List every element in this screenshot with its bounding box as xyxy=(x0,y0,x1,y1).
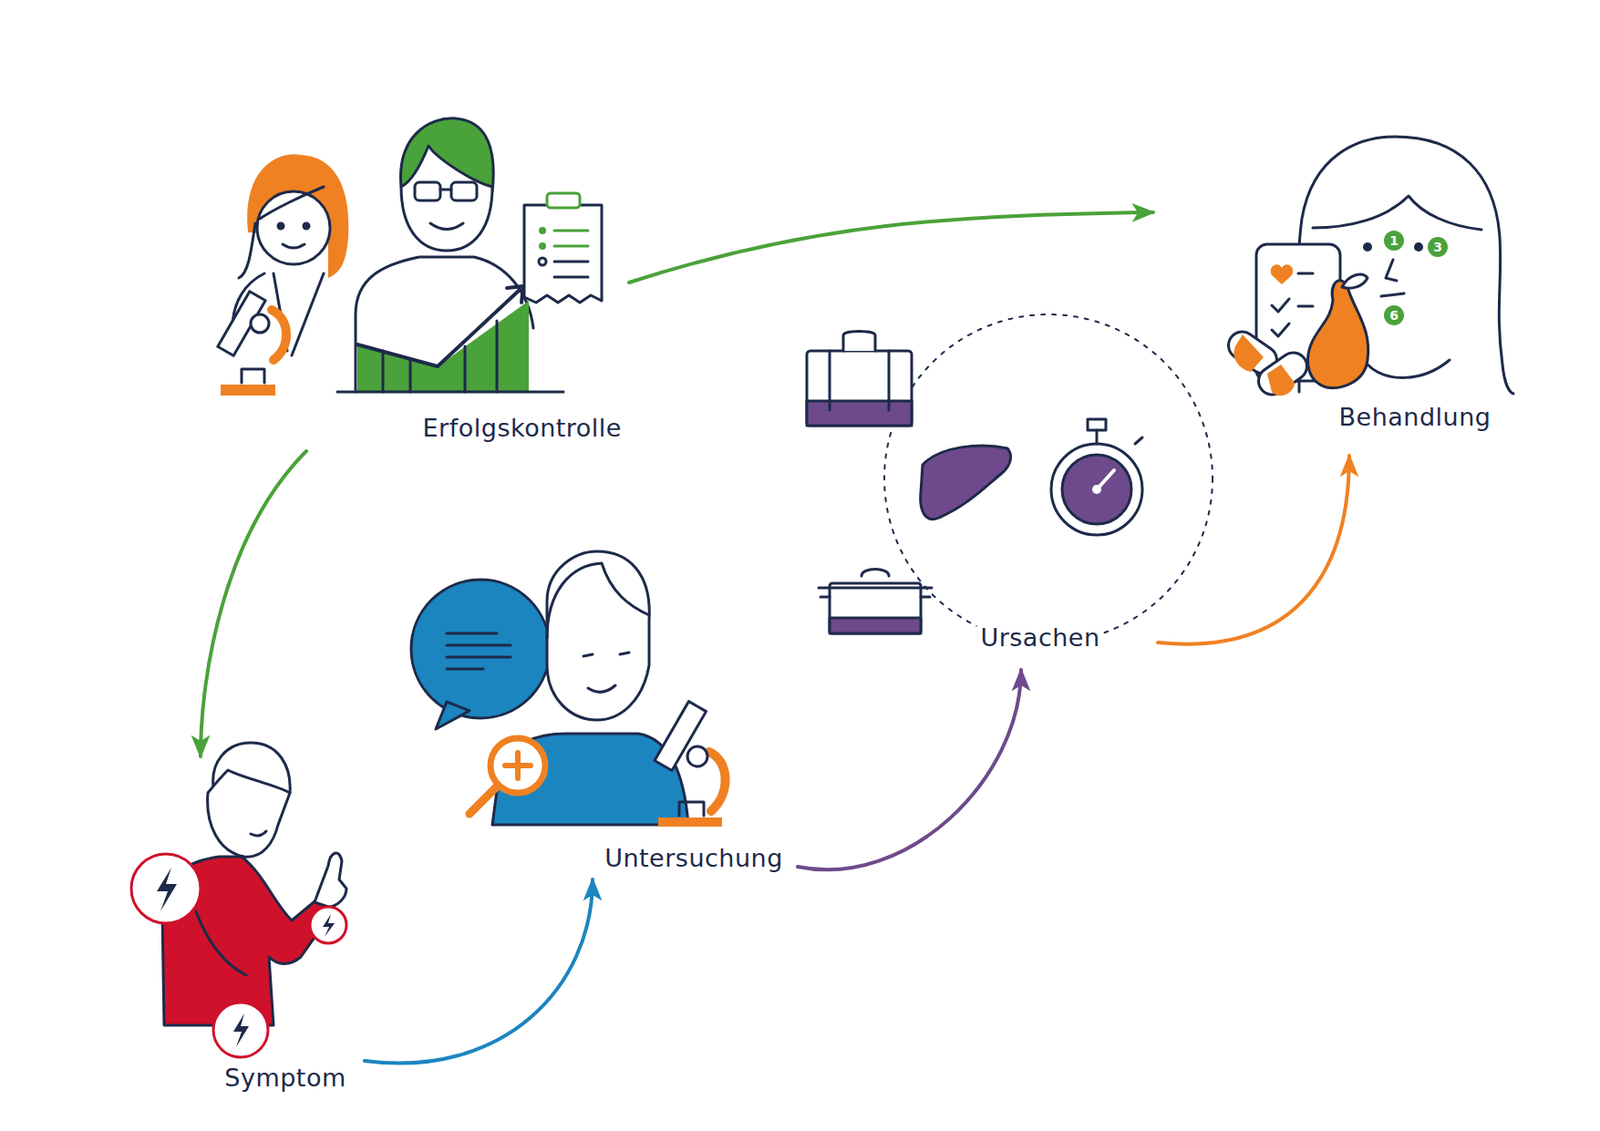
callout-number: 3 xyxy=(1427,237,1448,258)
flow-arrow xyxy=(797,670,1022,870)
examination-node: Untersuchung xyxy=(405,578,798,880)
flow-arrow xyxy=(364,879,593,1064)
step-label: Symptom xyxy=(220,1063,350,1094)
success-check-node: Erfolgskontrolle xyxy=(214,113,630,452)
callout-number: 1 xyxy=(1383,230,1404,251)
treatment-node: Behandlung xyxy=(1153,136,1518,456)
step-label: Ursachen xyxy=(976,623,1104,653)
causes-node: Ursachen xyxy=(802,328,1158,671)
liver-icon xyxy=(920,445,1012,520)
flow-arrow xyxy=(629,212,1154,283)
symptom-node: Symptom xyxy=(118,756,365,1099)
flow-arrow xyxy=(200,451,307,757)
step-label: Behandlung xyxy=(1335,402,1496,433)
pot-icon xyxy=(818,569,932,635)
stopwatch-icon xyxy=(1051,419,1143,536)
patient-woman xyxy=(1223,136,1514,401)
flow-arrow xyxy=(1157,455,1350,645)
callout-number: 6 xyxy=(1383,305,1404,326)
step-label: Erfolgskontrolle xyxy=(419,413,626,444)
scientist-woman xyxy=(232,154,349,356)
briefcase-icon xyxy=(806,331,912,427)
step-label: Untersuchung xyxy=(600,844,787,874)
causes-cycle xyxy=(806,314,1213,643)
microscope xyxy=(217,291,287,396)
pain-marker xyxy=(131,854,347,1058)
examiner xyxy=(411,551,726,827)
clipboard xyxy=(524,193,602,303)
